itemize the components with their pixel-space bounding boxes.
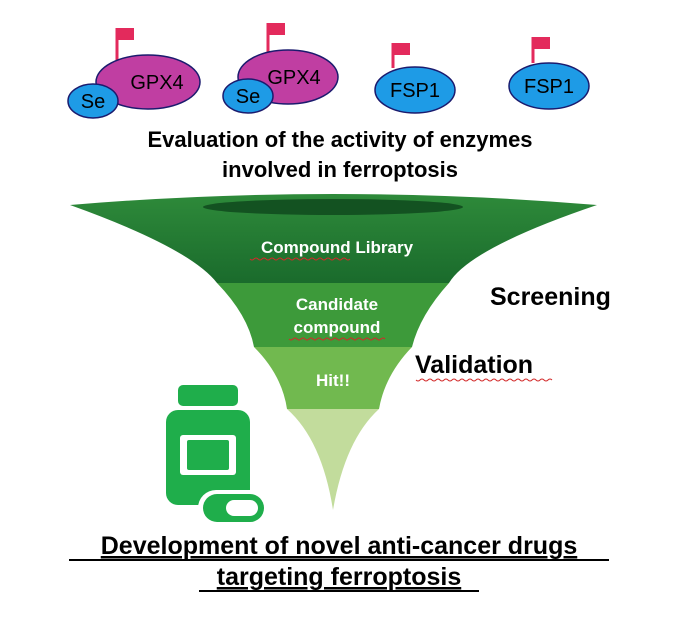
stage-label-validation: Validation bbox=[415, 351, 533, 379]
funnel-opening bbox=[203, 199, 463, 215]
cofactor-label: Se bbox=[236, 86, 260, 108]
footer-title-line1: Development of novel anti-cancer drugs bbox=[101, 532, 578, 560]
flag-icon bbox=[531, 37, 550, 63]
funnel-label-compound-library: Compound Library bbox=[261, 238, 414, 257]
cofactor-label: Se bbox=[81, 91, 105, 113]
enzyme-label: GPX4 bbox=[267, 67, 320, 89]
enzyme-fsp1-2: FSP1 bbox=[508, 37, 590, 110]
spellcheck-underline bbox=[288, 337, 386, 341]
flag-icon bbox=[391, 43, 410, 68]
selenium-ellipse bbox=[67, 83, 119, 119]
footer-title-line2: targeting ferroptosis bbox=[217, 563, 461, 591]
gpx4-ellipse bbox=[95, 54, 201, 110]
flag-icon bbox=[266, 23, 285, 55]
enzyme-label: FSP1 bbox=[390, 80, 440, 102]
funnel-label-candidate-line1: Candidate bbox=[296, 295, 378, 314]
pill-capsule-icon bbox=[198, 490, 268, 526]
funnel-level-tip bbox=[287, 409, 379, 510]
evaluation-heading-line2: involved in ferroptosis bbox=[222, 157, 458, 182]
spellcheck-underline bbox=[415, 378, 553, 382]
funnel-level-compound-library bbox=[70, 194, 597, 283]
selenium-ellipse bbox=[222, 78, 274, 114]
medicine-bottle-icon bbox=[166, 385, 250, 505]
funnel-level-hit bbox=[254, 347, 412, 409]
fsp1-ellipse bbox=[508, 62, 590, 110]
fsp1-ellipse bbox=[374, 66, 456, 114]
enzyme-gpx4-2: GPX4 Se bbox=[222, 23, 339, 114]
enzyme-gpx4-1: GPX4 Se bbox=[67, 28, 201, 119]
screening-funnel: Compound Library Candidate compound Hit!… bbox=[70, 194, 597, 510]
funnel-label-hit: Hit!! bbox=[316, 371, 350, 390]
funnel-level-candidate bbox=[217, 283, 449, 347]
enzyme-fsp1-1: FSP1 bbox=[374, 43, 456, 114]
stage-label-screening: Screening bbox=[490, 283, 611, 311]
flag-icon bbox=[115, 28, 134, 60]
spellcheck-underline bbox=[249, 257, 351, 261]
evaluation-heading-line1: Evaluation of the activity of enzymes bbox=[147, 127, 532, 152]
enzyme-label: GPX4 bbox=[130, 72, 183, 94]
enzyme-label: FSP1 bbox=[524, 76, 574, 98]
funnel-label-candidate-line2: compound bbox=[294, 318, 381, 337]
